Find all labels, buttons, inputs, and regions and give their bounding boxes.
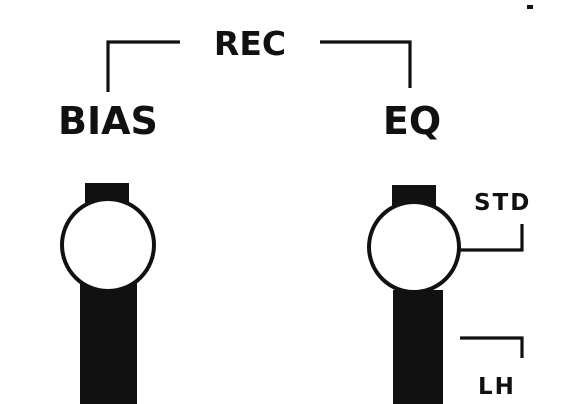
rec-label: REC	[214, 24, 286, 63]
eq-knob-shaft	[393, 290, 443, 404]
lh-leader-line	[460, 336, 524, 358]
bias-knob-dial	[60, 197, 156, 293]
bias-label: BIAS	[58, 99, 158, 143]
rec-bracket-right	[320, 40, 412, 88]
lh-label: LH	[478, 374, 516, 400]
eq-knob-icon[interactable]	[367, 185, 461, 404]
std-leader-line	[459, 224, 524, 252]
speck-mark	[527, 5, 533, 9]
std-label: STD	[474, 190, 531, 216]
eq-knob-dial	[367, 200, 461, 294]
bias-knob-icon[interactable]	[60, 183, 156, 404]
rec-bracket	[106, 40, 412, 92]
rec-bracket-left	[106, 40, 180, 92]
eq-label: EQ	[383, 99, 441, 143]
